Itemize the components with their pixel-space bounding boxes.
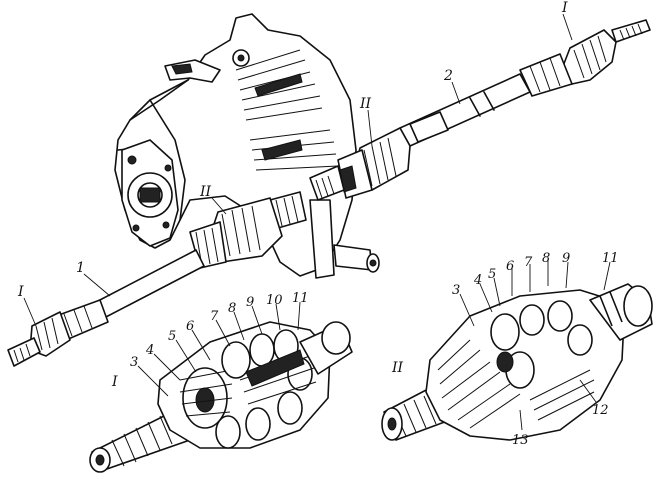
detail-I-part-7: 7: [210, 309, 219, 324]
detail-II-part-8: 8: [542, 251, 550, 266]
detail-I-part-6: 6: [186, 319, 194, 334]
detail-II-part-6: 6: [506, 259, 514, 274]
detail-II-title: II: [391, 360, 404, 376]
detail-I-part-9: 9: [246, 295, 254, 310]
detail-II-part-4: 4: [473, 273, 482, 288]
detail-II-part-9: 9: [562, 251, 570, 266]
lower-shaft-assembly: [7, 191, 307, 367]
label-top-shaft: 2: [443, 68, 453, 84]
detail-II-part-12: 12: [592, 403, 609, 418]
detail-II-part-3: 3: [452, 283, 460, 298]
upper-shaft-assembly: [309, 19, 651, 201]
detail-II-part-7: 7: [524, 255, 533, 270]
detail-joint-II: [381, 283, 653, 441]
label-left-inner-joint: II: [199, 184, 212, 200]
detail-II-part-11: 11: [602, 251, 619, 266]
detail-II-part-5: 5: [488, 267, 496, 282]
leader-lines: [23, 13, 611, 431]
detail-joint-I: [89, 321, 353, 473]
label-left-shaft: 1: [76, 260, 85, 276]
detail-I-part-11: 11: [292, 291, 309, 306]
label-left-outer-joint: I: [17, 284, 24, 300]
label-top-inner-joint: II: [359, 96, 372, 112]
detail-I-part-4: 4: [145, 343, 154, 358]
detail-I-part-8: 8: [228, 301, 236, 316]
detail-I-part-10: 10: [266, 293, 283, 308]
callout-labels: I 2 II II 1 I I 3 4 5 6 7 8 9 10 11 II 3…: [17, 0, 619, 448]
detail-II-part-13: 13: [512, 433, 529, 448]
detail-I-title: I: [111, 374, 118, 390]
detail-I-part-3: 3: [130, 355, 138, 370]
detail-I-part-5: 5: [168, 329, 176, 344]
label-top-right-joint: I: [561, 0, 568, 16]
